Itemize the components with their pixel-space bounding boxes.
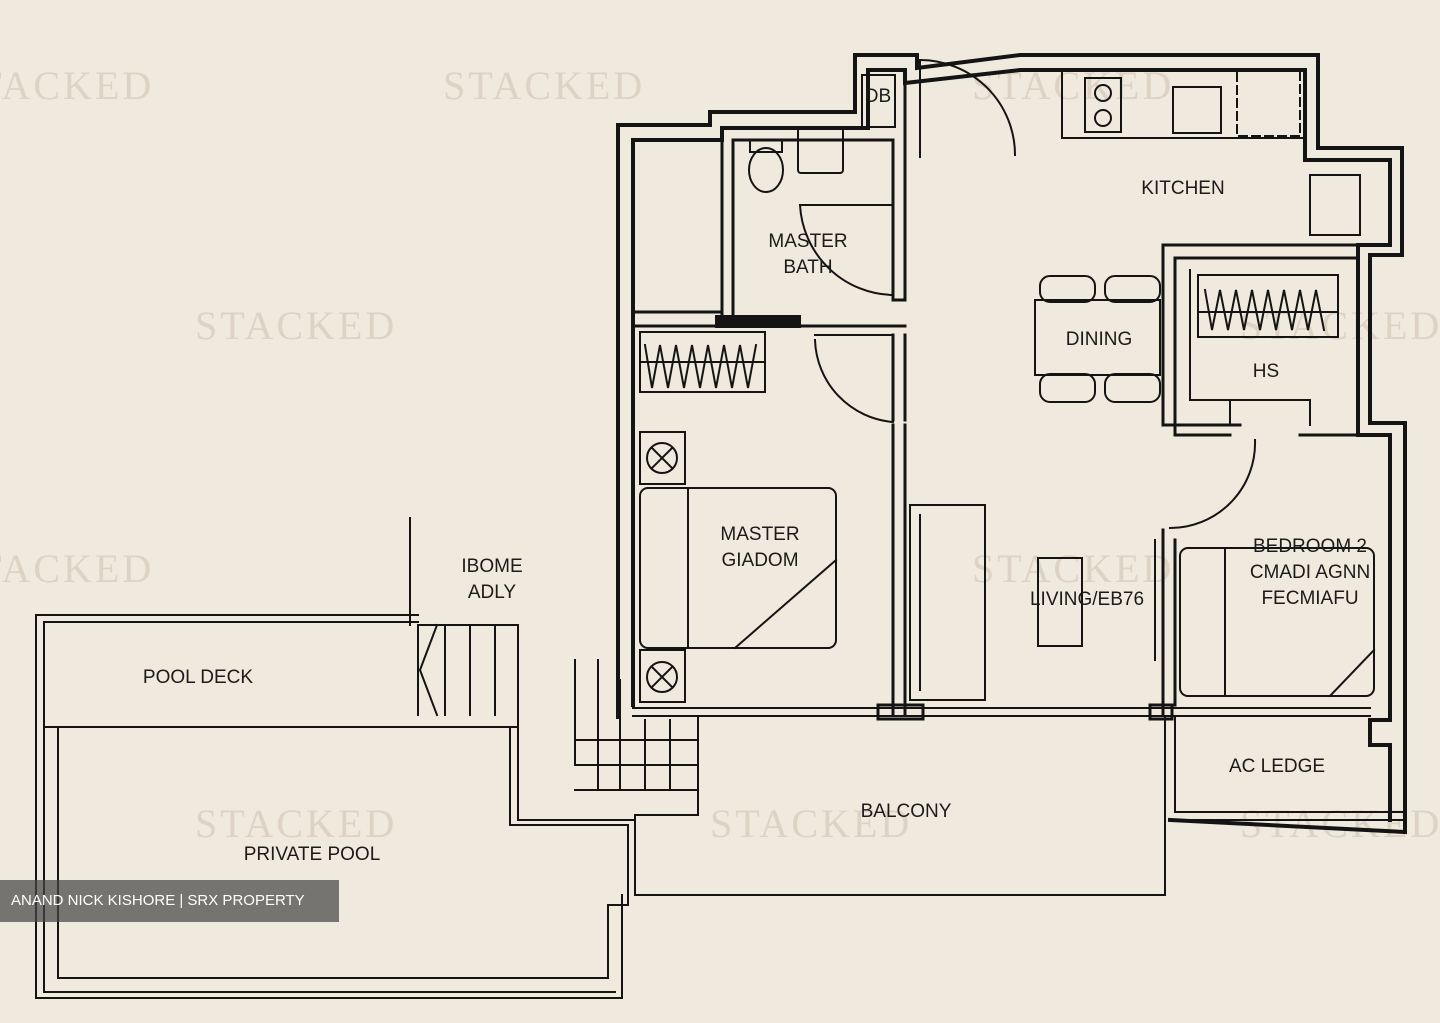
label-bedroom-2: BEDROOM 2 CMADI AGNN FECMIAFU [1250, 534, 1370, 612]
label-ac-ledge: AC LEDGE [1228, 756, 1326, 777]
wardrobe [639, 331, 766, 393]
label-balcony: BALCONY [860, 801, 952, 822]
label-hs: HS [1252, 361, 1280, 382]
label-home-line2: ADLY [467, 582, 517, 603]
watermark: STACKED [443, 63, 646, 108]
label-master-bath: MASTER BATH [768, 229, 847, 281]
label-bedroom-2-line2: CMADI AGNN [1249, 562, 1371, 583]
label-master-bedroom: MASTER GIADOM [720, 522, 799, 574]
steps [409, 517, 699, 821]
label-private-pool: PRIVATE POOL [243, 844, 381, 865]
pool-outline [35, 614, 629, 999]
watermark: STACKED [972, 546, 1175, 591]
label-master-bedroom-line2: GIADOM [721, 550, 799, 571]
label-bedroom-2-line1: BEDROOM 2 [1252, 536, 1368, 557]
interior-wall [631, 74, 1360, 717]
window-line [632, 703, 1371, 721]
dining-set [1034, 275, 1161, 403]
label-dining: DINING [1065, 329, 1133, 350]
watermark: STACKED [0, 63, 155, 108]
agent-credit-banner: ANAND NICK KISHORE | SRX PROPERTY [0, 880, 339, 922]
door [798, 58, 1257, 530]
living-furniture [909, 504, 1156, 701]
balcony-outline [634, 715, 1406, 896]
label-master-bath-line1: MASTER [768, 231, 848, 252]
exterior-wall [616, 53, 1407, 835]
watermark: STACKED [195, 303, 398, 348]
bathroom-fixtures [748, 127, 844, 193]
label-pool-deck: POOL DECK [142, 667, 254, 688]
watermark: STACKED [710, 801, 913, 846]
watermark: STACKED [1240, 303, 1440, 348]
watermark: STACKED [0, 546, 155, 591]
label-master-bedroom-line1: MASTER [720, 524, 800, 545]
bed [639, 431, 838, 703]
label-kitchen: KITCHEN [1141, 178, 1225, 199]
label-home-line1: IBOME [461, 556, 523, 577]
wardrobe [1197, 274, 1339, 338]
bed [1179, 547, 1376, 698]
label-master-bath-line2: BATH [783, 257, 833, 278]
label-living: LIVING/EB76 [1029, 589, 1145, 610]
label-home: IBOME ADLY [461, 554, 522, 606]
label-db: DB [864, 86, 892, 107]
watermark: STACKED [195, 801, 398, 846]
label-bedroom-2-line3: FECMIAFU [1261, 588, 1359, 609]
kitchen-fixtures [1061, 69, 1361, 236]
